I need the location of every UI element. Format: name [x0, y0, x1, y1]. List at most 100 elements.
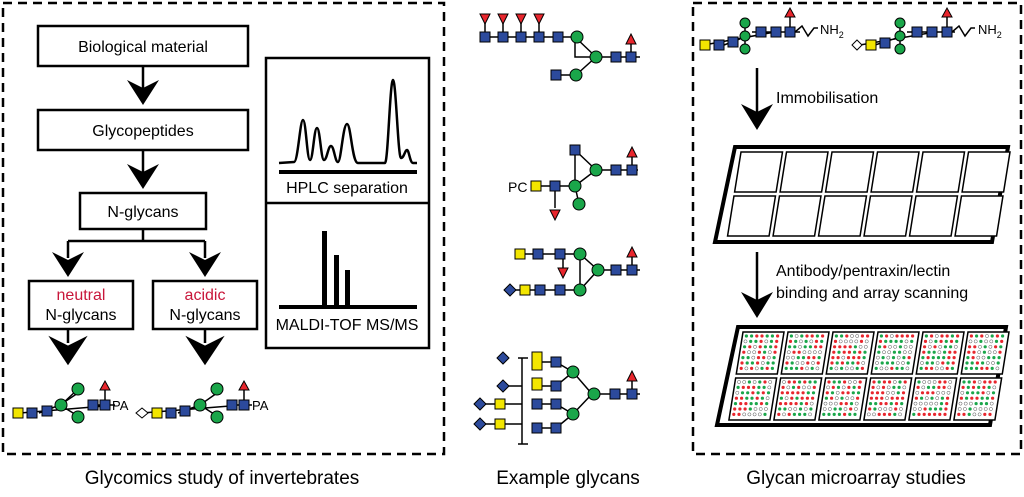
- array-spot: [788, 407, 792, 411]
- array-spot: [925, 361, 929, 365]
- array-spot: [747, 350, 751, 355]
- array-spot: [756, 356, 761, 360]
- array-spot: [803, 380, 807, 384]
- array-spot: [911, 334, 915, 338]
- array-spot: [781, 385, 785, 389]
- array-spot: [829, 366, 833, 370]
- array-spot: [869, 396, 874, 400]
- array-spot: [932, 385, 936, 389]
- array-spot: [850, 396, 855, 401]
- array-spot: [856, 361, 860, 365]
- probe-glycan-1: [699, 6, 818, 55]
- array-spot: [880, 396, 884, 400]
- array-spot: [969, 334, 974, 338]
- array-cell: [908, 195, 959, 237]
- array-spot: [751, 391, 755, 395]
- array-spot: [836, 356, 840, 360]
- array-spot: [789, 402, 793, 406]
- array-spot: [972, 380, 977, 384]
- array-spot: [905, 366, 910, 371]
- array-spot: [993, 380, 997, 384]
- array-spot: [901, 361, 905, 365]
- array-spot: [975, 366, 979, 370]
- array-spot: [753, 407, 758, 411]
- array-spot: [886, 390, 890, 395]
- array-spot: [960, 390, 965, 395]
- array-spot: [894, 402, 899, 406]
- array-spot: [998, 350, 1002, 354]
- array-spot: [890, 396, 894, 400]
- array-spot: [933, 345, 937, 349]
- array-spot: [786, 385, 791, 390]
- array-spot: [756, 361, 760, 365]
- array-spot: [852, 356, 856, 360]
- array-spot: [850, 366, 854, 371]
- array-spot: [888, 380, 892, 384]
- array-spot: [789, 334, 794, 338]
- array-spot: [934, 339, 938, 343]
- array-spot: [858, 350, 862, 354]
- array-spot: [798, 380, 802, 384]
- array-spot: [992, 385, 997, 390]
- array-spot: [820, 339, 824, 343]
- array-cell: [824, 151, 875, 193]
- array-spot: [804, 339, 808, 343]
- array-spot: [950, 366, 955, 370]
- array-spot: [832, 380, 836, 384]
- array-cell: [954, 195, 1004, 237]
- array-spot: [927, 412, 932, 416]
- array-spot: [862, 356, 866, 360]
- array-spot: [856, 391, 861, 395]
- array-spot: [905, 334, 910, 338]
- array-spot: [868, 407, 872, 411]
- array-spot: [976, 355, 981, 360]
- array-spot: [875, 391, 880, 395]
- array-spot: [938, 412, 942, 416]
- array-spot: [877, 380, 881, 384]
- array-spot: [762, 356, 766, 360]
- example-glycan-1: [479, 13, 640, 82]
- array-spot: [849, 339, 853, 344]
- array-spot: [748, 407, 752, 411]
- array-spot: [963, 401, 968, 406]
- array-spot: [802, 350, 807, 355]
- array-spot: [932, 380, 937, 384]
- array-spot: [789, 366, 794, 370]
- array-spot: [803, 345, 807, 349]
- array-spot: [752, 350, 757, 355]
- example-glycan-2: [530, 144, 638, 222]
- array-spot: [968, 339, 973, 344]
- array-spot: [894, 339, 898, 343]
- array-spot: [965, 391, 970, 395]
- array-spot: [947, 385, 952, 390]
- array-spot: [779, 396, 784, 400]
- array-spot: [769, 345, 773, 349]
- array-spot: [890, 366, 894, 370]
- array-spot: [755, 334, 759, 338]
- array-spot: [853, 345, 858, 349]
- array-spot: [804, 402, 809, 406]
- array-spot: [847, 380, 852, 384]
- array-spot: [896, 391, 900, 395]
- array-spot: [930, 361, 935, 365]
- array-spot: [860, 366, 865, 370]
- array-spot: [991, 391, 996, 395]
- array-spot: [763, 380, 767, 384]
- array-spot: [843, 380, 847, 384]
- array-spot: [899, 339, 903, 343]
- array-spot: [795, 366, 799, 370]
- array-spot: [750, 366, 754, 370]
- array-cell: [863, 195, 913, 237]
- array-spot: [787, 412, 791, 416]
- array-spot: [844, 339, 848, 344]
- array-spot: [985, 396, 990, 400]
- array-spot: [928, 339, 933, 344]
- array-spot: [844, 402, 848, 406]
- array-spot: [898, 380, 902, 384]
- left-panel-caption: Glycomics study of invertebrates: [85, 468, 360, 489]
- array-spot: [791, 385, 796, 389]
- array-spot: [932, 350, 936, 354]
- array-spot: [920, 361, 924, 365]
- array-spot: [824, 396, 829, 400]
- array-spot: [787, 380, 791, 384]
